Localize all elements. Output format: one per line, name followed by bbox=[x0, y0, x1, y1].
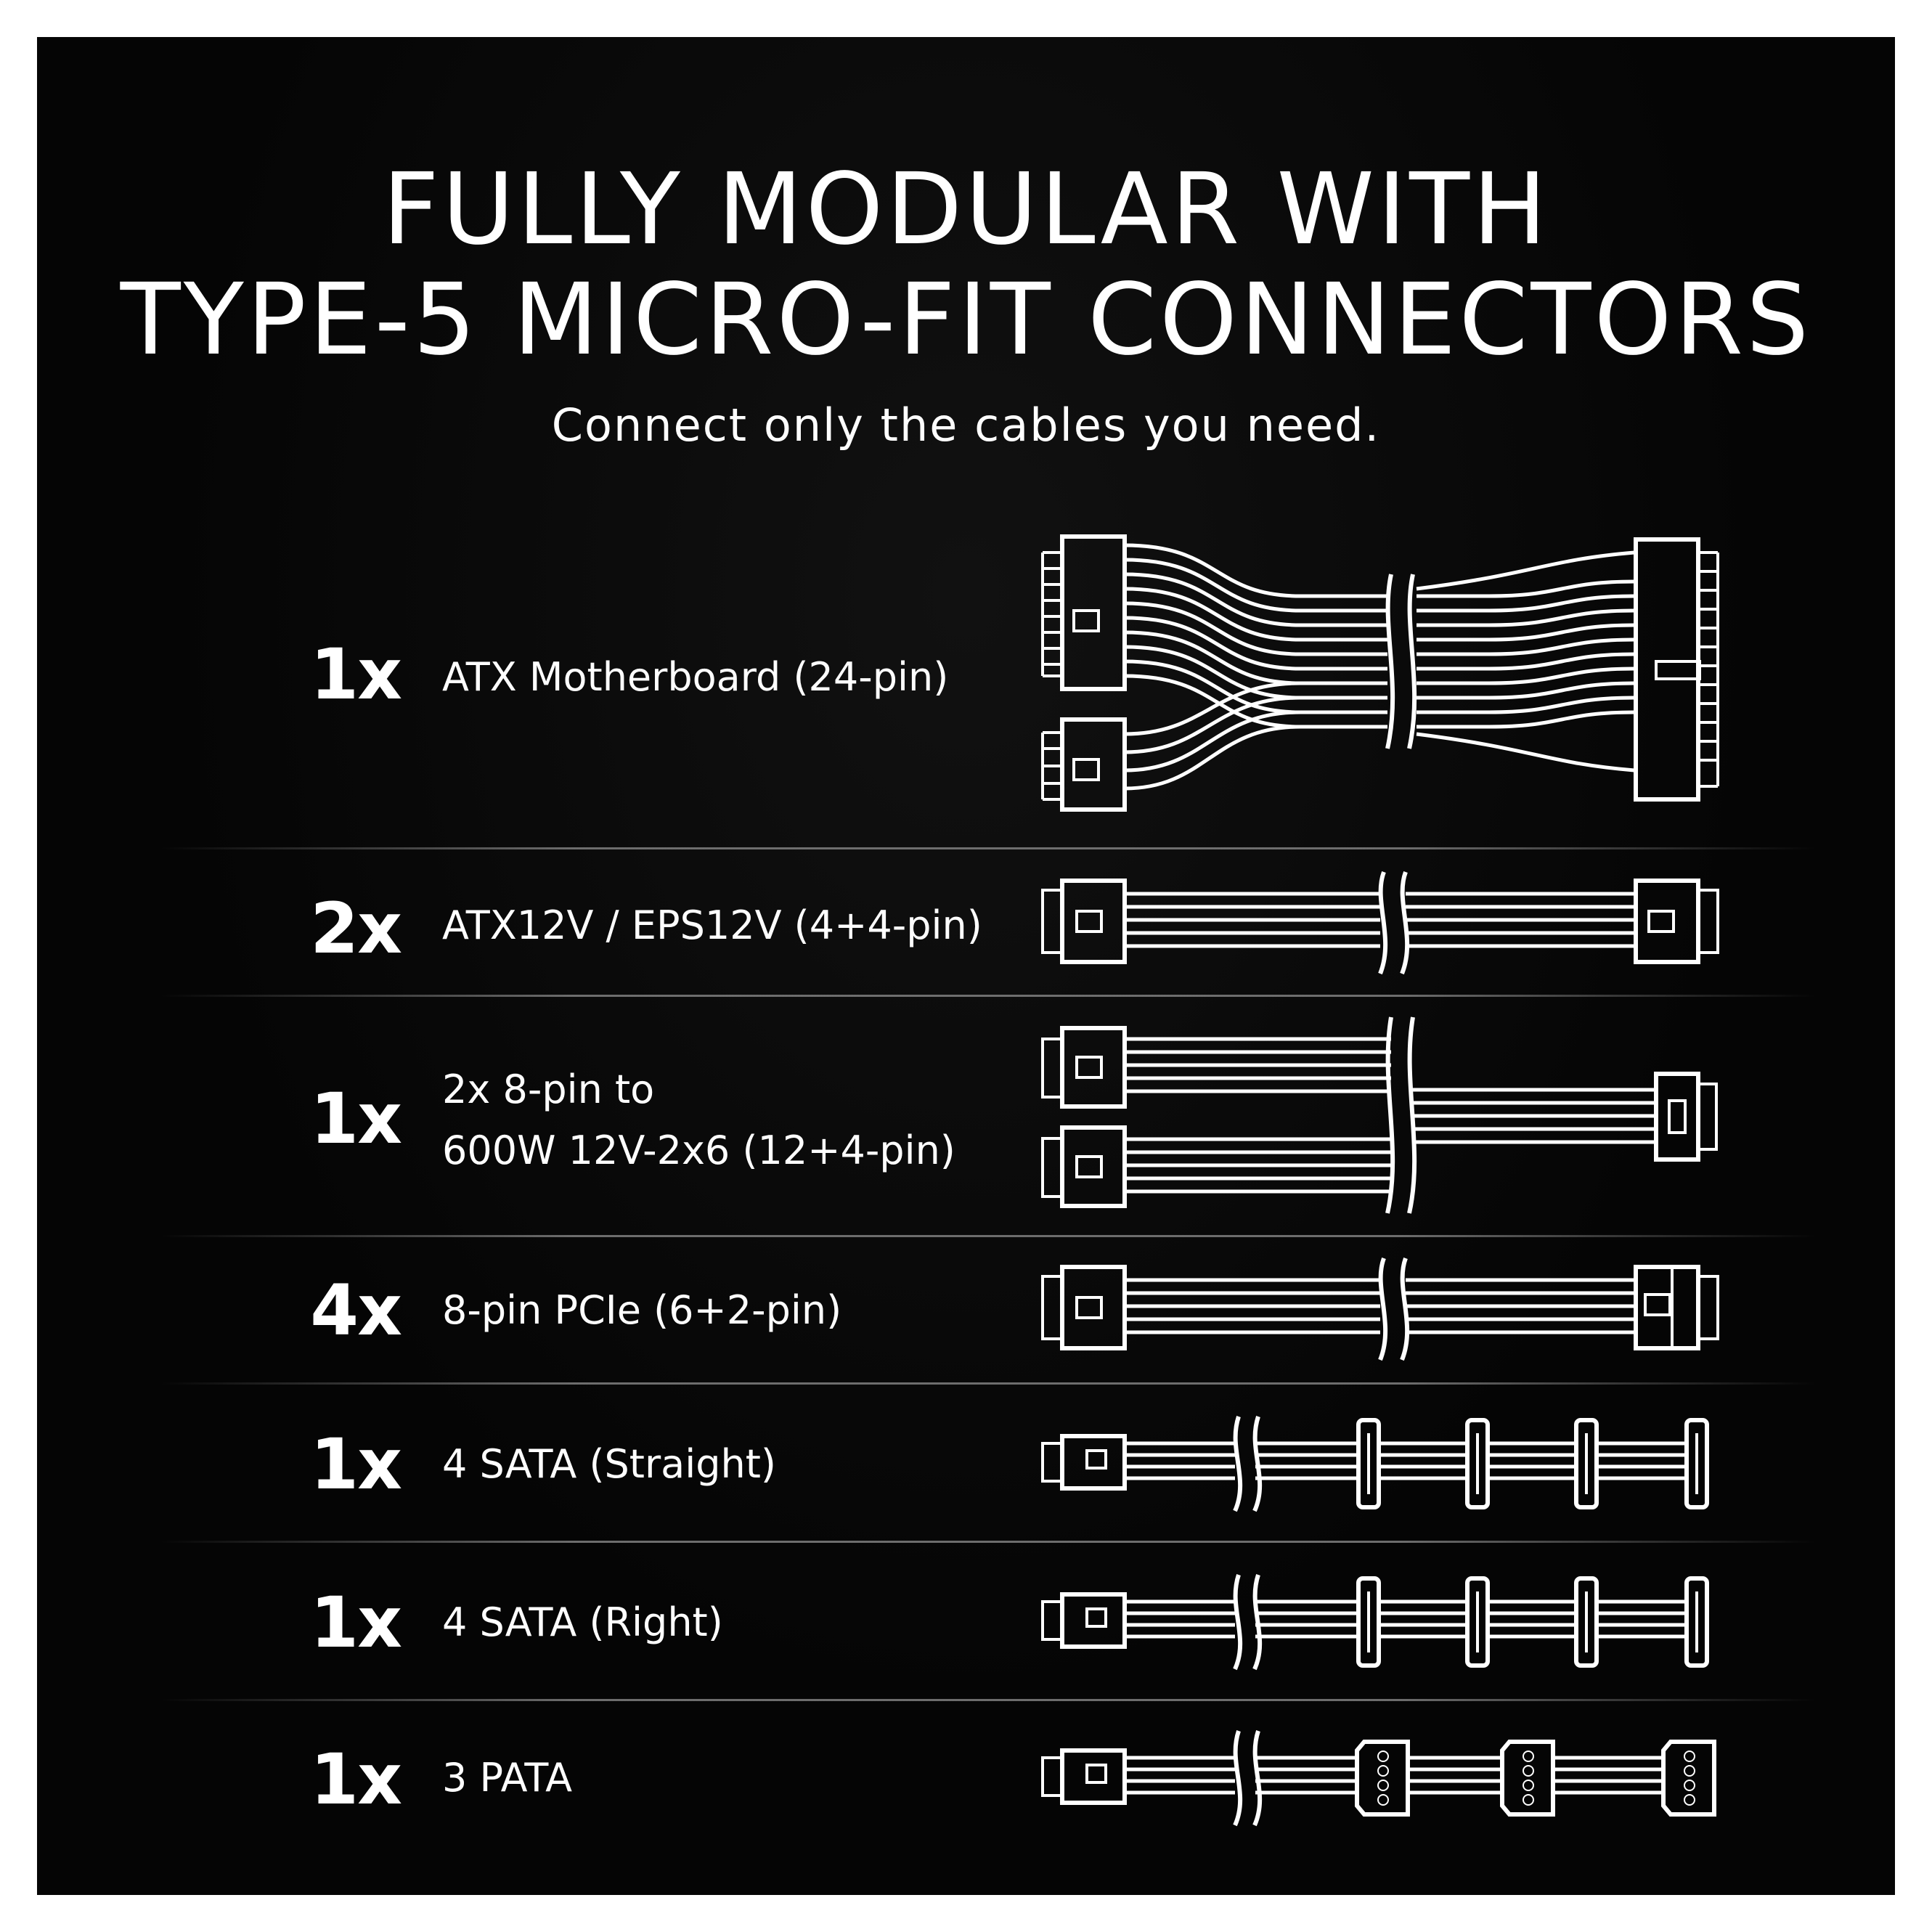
cable-quantity: 4x bbox=[310, 1270, 402, 1351]
row-divider bbox=[160, 1541, 1816, 1543]
sata-right-cable-icon bbox=[1041, 1574, 1709, 1671]
title-line-2: TYPE-5 MICRO-FIT CONNECTORS bbox=[120, 263, 1812, 378]
cable-quantity: 1x bbox=[310, 634, 402, 715]
cable-label: 4 SATA (Straight) bbox=[442, 1434, 776, 1495]
cable-quantity: 1x bbox=[310, 1424, 402, 1505]
cable-label: 2x 8-pin to 600W 12V-2x6 (12+4-pin) bbox=[442, 1059, 955, 1181]
cable-label-line: 8-pin PCIe (6+2-pin) bbox=[442, 1287, 842, 1333]
cable-label-line: ATX Motherboard (24-pin) bbox=[442, 654, 949, 700]
atx-24pin-cable-icon bbox=[1041, 534, 1719, 812]
row-divider bbox=[160, 995, 1816, 997]
cable-label-line: 600W 12V-2x6 (12+4-pin) bbox=[442, 1127, 955, 1173]
cable-label-line: 4 SATA (Straight) bbox=[442, 1441, 777, 1487]
pcie-8pin-cable-icon bbox=[1041, 1257, 1719, 1361]
12v-2x6-cable-icon bbox=[1041, 1016, 1718, 1214]
cable-label: 4 SATA (Right) bbox=[442, 1592, 723, 1653]
row-divider bbox=[160, 1382, 1816, 1385]
title-line-1: FULLY MODULAR WITH bbox=[382, 152, 1550, 267]
eps12v-cable-icon bbox=[1041, 871, 1719, 975]
cable-label: ATX12V / EPS12V (4+4-pin) bbox=[442, 895, 982, 956]
pata-cable-icon bbox=[1041, 1730, 1716, 1827]
subtitle: Connect only the cables you need. bbox=[551, 399, 1381, 452]
row-divider bbox=[160, 1699, 1816, 1701]
cable-quantity: 1x bbox=[310, 1739, 402, 1820]
row-divider bbox=[160, 847, 1816, 849]
cable-label: 3 PATA bbox=[442, 1748, 572, 1809]
cable-quantity: 1x bbox=[310, 1078, 402, 1159]
cable-label-line: 3 PATA bbox=[442, 1755, 573, 1801]
infographic-panel: FULLY MODULAR WITH TYPE-5 MICRO-FIT CONN… bbox=[37, 37, 1895, 1895]
sata-straight-cable-icon bbox=[1041, 1416, 1709, 1512]
cable-label-line: 4 SATA (Right) bbox=[442, 1599, 723, 1645]
cable-quantity: 1x bbox=[310, 1582, 402, 1663]
cable-label: 8-pin PCIe (6+2-pin) bbox=[442, 1280, 841, 1341]
row-divider bbox=[160, 1235, 1816, 1237]
cable-label-line: ATX12V / EPS12V (4+4-pin) bbox=[442, 902, 982, 948]
cable-label: ATX Motherboard (24-pin) bbox=[442, 647, 948, 708]
cable-quantity: 2x bbox=[310, 888, 402, 969]
cable-label-line: 2x 8-pin to bbox=[442, 1067, 655, 1112]
